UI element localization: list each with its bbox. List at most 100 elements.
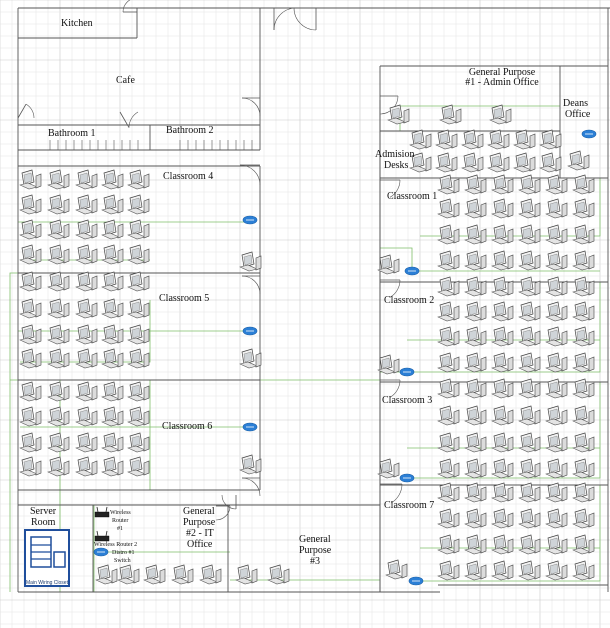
desktop-computer-icon [491, 352, 514, 373]
desktop-computer-icon [127, 298, 150, 319]
desktop-computer-icon [491, 405, 514, 426]
desktop-computer-icon [101, 381, 124, 402]
desktop-computer-icon [437, 352, 460, 373]
wireless-router-icon [242, 422, 258, 432]
desktop-computer-icon [545, 458, 568, 479]
desktop-computer-icon [487, 152, 510, 173]
desktop-computer-icon [572, 378, 595, 399]
desktop-computer-icon [387, 104, 410, 125]
network-cable [380, 247, 413, 271]
network-cable [420, 178, 601, 237]
desktop-computer-icon [518, 508, 541, 529]
network-cable [10, 371, 407, 381]
desktop-computer-icon [47, 456, 70, 477]
desktop-computer-icon [75, 324, 98, 345]
room-label-bathroom-1: Bathroom 1 [48, 128, 96, 139]
desktop-computer-icon [171, 564, 194, 585]
desktop-computer-icon [513, 152, 536, 173]
desktop-computer-icon [572, 174, 595, 195]
room-label-classroom-2: Classroom 2 [384, 295, 435, 306]
desktop-computer-icon [513, 129, 536, 150]
network-cable [20, 300, 151, 363]
network-cable [407, 282, 601, 373]
door-icon [221, 494, 237, 510]
desktop-computer-icon [464, 224, 487, 245]
desktop-computer-icon [435, 129, 458, 150]
desktop-computer-icon [127, 219, 150, 240]
desktop-computer-icon [127, 271, 150, 292]
desktop-computer-icon [101, 348, 124, 369]
device-label-router2: Wireless Router 2 [94, 542, 138, 548]
wireless-router-icon [242, 215, 258, 225]
desktop-computer-icon [464, 378, 487, 399]
desktop-computer-icon [518, 560, 541, 581]
desktop-computer-icon [464, 482, 487, 503]
desktop-computer-icon [75, 406, 98, 427]
desktop-computer-icon [19, 244, 42, 265]
desktop-computer-icon [385, 559, 408, 580]
desktop-computer-icon [19, 194, 42, 215]
desktop-computer-icon [464, 198, 487, 219]
door-icon [380, 279, 401, 298]
desktop-computer-icon [572, 250, 595, 271]
desktop-computer-icon [545, 326, 568, 347]
desktop-computer-icon [437, 326, 460, 347]
desktop-computer-icon [545, 482, 568, 503]
desktop-computer-icon [491, 198, 514, 219]
desktop-computer-icon [95, 564, 118, 585]
desktop-computer-icon [518, 224, 541, 245]
desktop-computer-icon [518, 405, 541, 426]
device-label-router1-line2: Router [112, 518, 129, 524]
desktop-computer-icon [47, 219, 70, 240]
room-label-classroom-6: Classroom 6 [162, 421, 213, 432]
desktop-computer-icon [19, 298, 42, 319]
desktop-computer-icon [491, 508, 514, 529]
wireless-router-icon [93, 547, 109, 557]
desktop-computer-icon [545, 378, 568, 399]
desktop-computer-icon [491, 326, 514, 347]
main-wiring-closet [24, 529, 70, 587]
patch-panel-icon [53, 551, 66, 568]
desktop-computer-icon [545, 174, 568, 195]
desktop-computer-icon [47, 298, 70, 319]
room-label-admission-line1: Admision [375, 149, 415, 160]
desktop-computer-icon [491, 174, 514, 195]
desktop-computer-icon [545, 432, 568, 453]
desktop-computer-icon [239, 348, 262, 369]
desktop-computer-icon [572, 224, 595, 245]
desktop-computer-icon [539, 129, 562, 150]
desktop-computer-icon [518, 301, 541, 322]
desktop-computer-icon [439, 104, 462, 125]
desktop-computer-icon [518, 458, 541, 479]
desktop-computer-icon [491, 224, 514, 245]
doors [17, 0, 403, 521]
desktop-computer-icon [491, 432, 514, 453]
desktop-computer-icon [47, 348, 70, 369]
desktop-computer-icon [435, 152, 458, 173]
desktop-computer-icon [19, 456, 42, 477]
room-label-gp2-line4: Office [187, 539, 213, 550]
desktop-computer-icon [437, 560, 460, 581]
desktop-computer-icon [75, 219, 98, 240]
desktop-computer-icon [47, 406, 70, 427]
desktop-computer-icon [464, 174, 487, 195]
network-devices [93, 129, 597, 586]
desktop-computer-icon [47, 271, 70, 292]
desktop-computer-icon [75, 381, 98, 402]
door-icon [380, 483, 403, 504]
network-switch-icon [94, 530, 110, 542]
door-icon [241, 275, 261, 295]
desktop-computer-icon [518, 378, 541, 399]
desktop-computer-icon [117, 564, 140, 585]
desktop-computer-icon [101, 194, 124, 215]
wireless-router-icon [581, 129, 597, 139]
desktop-computer-icon [545, 301, 568, 322]
desktop-computer-icon [101, 271, 124, 292]
desktop-computer-icon [437, 224, 460, 245]
desktop-computer-icon [489, 104, 512, 125]
desktop-computer-icon [75, 348, 98, 369]
desktop-computer-icon [464, 508, 487, 529]
desktop-computer-icon [19, 219, 42, 240]
room-label-admission-line2: Desks [384, 160, 409, 171]
